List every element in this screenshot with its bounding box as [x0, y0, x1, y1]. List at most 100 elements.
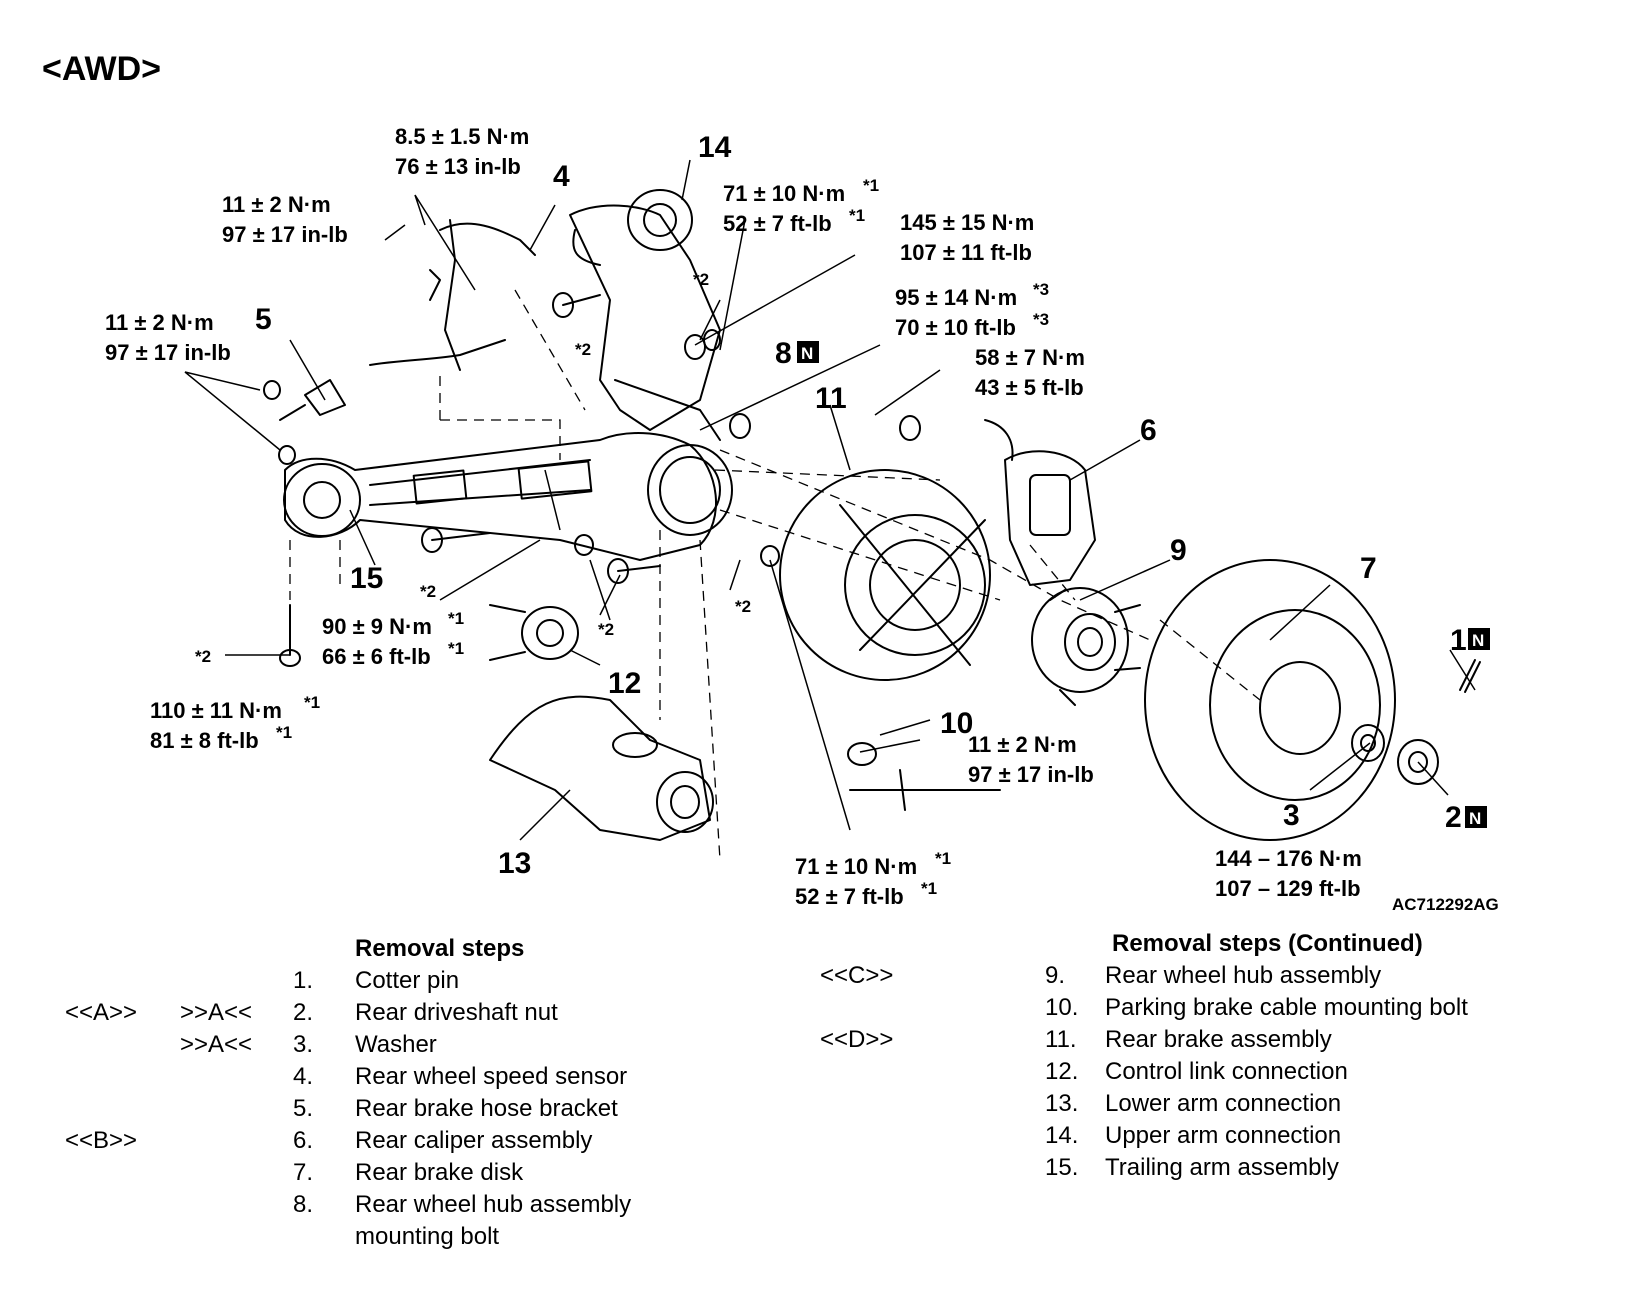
mark-95-ftlb: *3	[1033, 310, 1049, 329]
step-number: 11.	[1045, 1026, 1077, 1053]
rear-brake-disk	[1144, 559, 1396, 841]
step-label: Control link connection	[1105, 1058, 1348, 1085]
step-label: Upper arm connection	[1105, 1122, 1342, 1149]
n-mark-2	[1465, 806, 1487, 828]
right-step-3: <<D>> 11. Rear brake assembly	[820, 1026, 1600, 1058]
torque-58-ftlb: 43 ± 5 ft-lb	[975, 375, 1084, 400]
right-step-1: <<C>>9.Rear wheel hub assembly	[820, 962, 1600, 994]
step-label: Trailing arm assembly	[1105, 1154, 1339, 1181]
step-code-disassembly: <<B>>	[65, 1127, 138, 1154]
step-code-disassembly: <<D>>	[820, 1026, 894, 1053]
torque-110-ftlb: 81 ± 8 ft-lb	[150, 728, 259, 753]
mark-71b-ftlb: *1	[921, 879, 937, 898]
step-number: 9.	[1045, 962, 1066, 989]
mark-71a-ftlb: *1	[849, 206, 865, 225]
n-mark-1-text: N	[1472, 631, 1484, 650]
upper-arm	[569, 204, 721, 431]
torque-11b-inlb: 97 ± 17 in-lb	[105, 340, 231, 365]
callout-3: 3	[1283, 799, 1300, 832]
mark-95-nm: *3	[1033, 280, 1049, 299]
figure-code: AC712292AG	[1392, 895, 1499, 914]
step-label: Rear brake hose bracket	[355, 1095, 618, 1122]
left-step-1: 1.Cotter pin	[65, 967, 715, 999]
mark-71a-nm: *1	[863, 176, 879, 195]
callout-5: 5	[255, 303, 272, 336]
torque-145-ftlb: 107 ± 11 ft-lb	[900, 240, 1032, 265]
step-label: Lower arm connection	[1105, 1090, 1342, 1117]
rear-caliper	[1004, 450, 1096, 586]
parking-cable	[849, 769, 1001, 811]
step-number: 2.	[293, 999, 314, 1026]
step-label: Rear caliper assembly	[355, 1127, 593, 1154]
step-label: Parking brake cable mounting bolt	[1105, 994, 1468, 1021]
torque-11a-inlb: 97 ± 17 in-lb	[222, 222, 348, 247]
step-label: Rear brake disk	[355, 1159, 524, 1186]
trailing-arm-bushing	[283, 463, 361, 537]
step-number: 15.	[1045, 1154, 1079, 1181]
step-code-installation: >>A<<	[180, 1031, 253, 1058]
callout-9: 9	[1170, 534, 1187, 567]
torque-8-5-nm: 8.5 ± 1.5 N·m	[395, 124, 529, 149]
step-number: 13.	[1045, 1090, 1079, 1117]
torque-11b-nm: 11 ± 2 N·m	[105, 310, 214, 335]
step-label: Washer	[355, 1031, 437, 1058]
torque-145-nm: 145 ± 15 N·m	[900, 210, 1034, 235]
callout-4: 4	[553, 160, 570, 193]
torque-144-ftlb: 107 – 129 ft-lb	[1215, 876, 1361, 901]
left-step-4: 4. Rear wheel speed sensor	[65, 1063, 715, 1095]
step-code-disassembly: <<A>>	[65, 999, 138, 1026]
step-number: 5.	[293, 1095, 314, 1122]
torque-144-nm: 144 – 176 N·m	[1215, 846, 1362, 871]
torque-95-nm: 95 ± 14 N·m	[895, 285, 1017, 310]
n-mark-8-text: N	[801, 344, 813, 363]
driveshaft-nut	[1397, 739, 1439, 785]
callout-1: 1	[1450, 624, 1467, 657]
step-label: Rear wheel speed sensor	[355, 1063, 628, 1090]
torque-71b-ftlb: 52 ± 7 ft-lb	[795, 884, 904, 909]
step-number: 7.	[293, 1159, 314, 1186]
torque-8-5-inlb: 76 ± 13 in-lb	[395, 154, 521, 179]
callout-11: 11	[815, 382, 847, 415]
knuckle-bore	[647, 444, 733, 536]
torque-95-ftlb: 70 ± 10 ft-lb	[895, 315, 1016, 340]
rear-wheel-hub	[1031, 587, 1129, 693]
step-number: 3.	[293, 1031, 314, 1058]
mark-90-ftlb: *1	[448, 639, 464, 658]
callout-12: 12	[608, 667, 641, 700]
mark-2-upper-arm: *2	[693, 270, 709, 289]
mark-2-knuckle: *2	[735, 597, 751, 616]
step-number: 12.	[1045, 1058, 1079, 1085]
callout-6: 6	[1140, 414, 1157, 447]
left-step-3: >>A<< 3. Washer	[65, 1031, 715, 1063]
callout-14: 14	[698, 131, 732, 164]
torque-90-ftlb: 66 ± 6 ft-lb	[322, 644, 431, 669]
right-step-2: 10.Parking brake cable mounting bolt	[820, 994, 1600, 1026]
left-step-6: <<B>> 6. Rear caliper assembly	[65, 1127, 715, 1159]
mark-110-nm: *1	[304, 693, 320, 712]
callout-10: 10	[940, 707, 973, 740]
brake-hose-bracket	[304, 379, 346, 416]
callout-7: 7	[1360, 552, 1377, 585]
step-label: Rear wheel hub assembly	[1105, 962, 1382, 989]
step-label: Rear brake assembly	[1105, 1026, 1332, 1053]
callout-13: 13	[498, 847, 531, 880]
step-label: Rear wheel hub assembly	[355, 1191, 632, 1218]
n-mark-8	[797, 341, 819, 363]
torque-58-nm: 58 ± 7 N·m	[975, 345, 1085, 370]
step-number: 4.	[293, 1063, 314, 1090]
n-mark-1	[1468, 628, 1490, 650]
step-label: Rear driveshaft nut	[355, 999, 558, 1026]
left-step-2: <<A>>>>A<<2.Rear driveshaft nut	[65, 999, 715, 1031]
torque-71b-nm: 71 ± 10 N·m	[795, 854, 917, 879]
removal-steps-continued-heading: Removal steps (Continued)	[1112, 930, 1423, 957]
step-number: 8.	[293, 1191, 314, 1218]
removal-steps-left: Removal steps 1.Cotter pin<<A>> >>A<< 2. Re…	[65, 935, 715, 1265]
right-step-6: 14.Upper arm connection	[820, 1122, 1600, 1154]
exploded-view-diagram: 1 N 2 N 3 4 5 6 7 8 N 9 10 11 12 13 14 1…	[105, 124, 1499, 914]
right-step-5: 13. Lower arm connection	[820, 1090, 1600, 1122]
step-number: 6.	[293, 1127, 314, 1154]
torque-110-nm: 110 ± 11 N·m	[150, 698, 282, 723]
lower-arm	[489, 695, 711, 841]
removal-steps-heading: Removal steps	[355, 935, 525, 962]
